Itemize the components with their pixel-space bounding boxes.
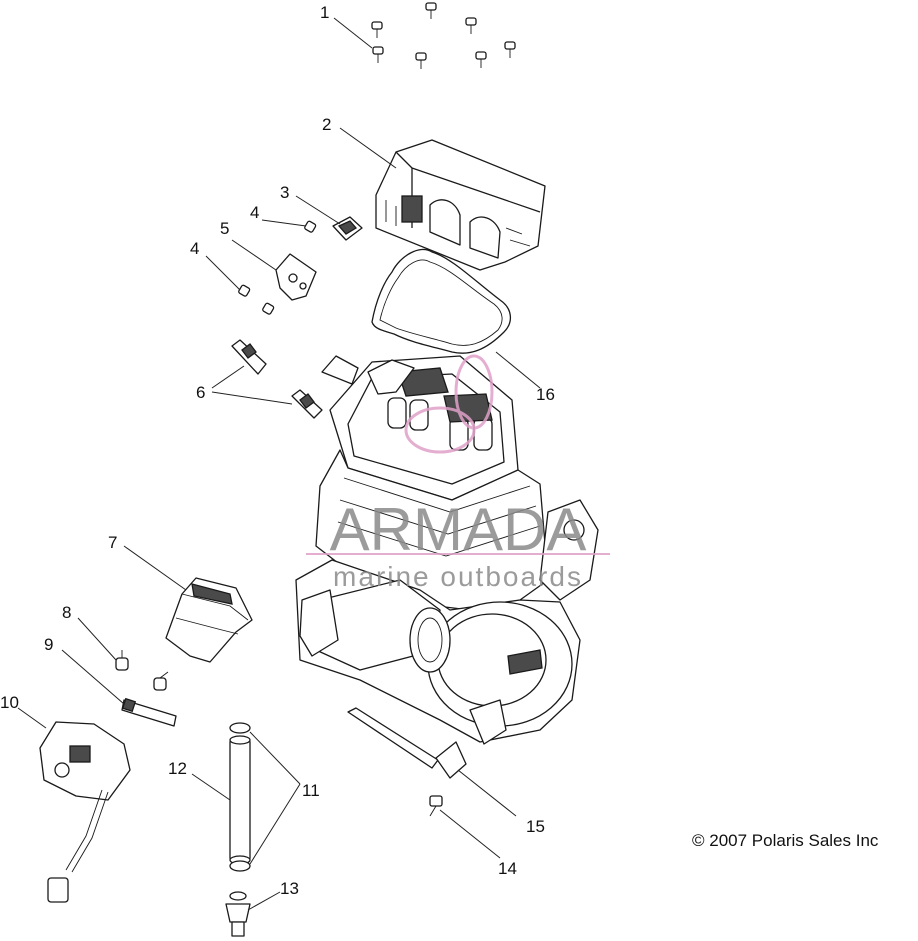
watermark-brand: ARMADA (330, 496, 587, 563)
screws-part-8 (115, 650, 169, 691)
watermark-tagline: marine outboards (333, 561, 583, 592)
clamps-part-11 (229, 722, 251, 872)
callout-16: 16 (536, 385, 555, 404)
sensor-part-15 (347, 707, 467, 779)
hose-part-12 (229, 735, 251, 865)
callout-3: 3 (280, 183, 289, 202)
callout-10: 10 (0, 693, 19, 712)
callout-12: 12 (168, 759, 187, 778)
callout-13: 13 (280, 879, 299, 898)
callout-2: 2 (322, 115, 331, 134)
bolt-part-14 (429, 795, 443, 817)
callout-8: 8 (62, 603, 71, 622)
watermark: ARMADA marine outboards (306, 354, 610, 592)
small-bolts-part-4 (238, 220, 317, 315)
callout-11: 11 (302, 781, 320, 800)
callout-5: 5 (220, 219, 229, 238)
bracket-part-5 (275, 253, 317, 301)
throttle-body-part-10 (39, 721, 131, 903)
engine-assembly (295, 355, 599, 745)
callout-1: 1 (320, 3, 329, 22)
leader-lines (17, 17, 541, 911)
callout-9: 9 (44, 635, 53, 654)
callout-6: 6 (196, 383, 205, 402)
spark-plugs-part-6 (231, 339, 323, 419)
callout-4-lower: 4 (190, 239, 199, 258)
callout-4-upper: 4 (250, 203, 259, 222)
copyright-notice: © 2007 Polaris Sales Inc (692, 831, 879, 850)
plate-part-3 (332, 216, 363, 241)
callout-14: 14 (498, 859, 517, 878)
intake-boot-part-7 (165, 577, 253, 663)
callout-labels: 1 2 3 4 4 5 6 7 8 9 10 11 12 13 14 15 16 (0, 3, 555, 898)
bolts-group (371, 2, 516, 69)
pin-part-9 (121, 697, 177, 727)
callout-15: 15 (526, 817, 545, 836)
fitting-part-13 (225, 891, 251, 937)
valve-cover (375, 139, 546, 271)
head-gasket-part-16 (371, 248, 511, 354)
callout-7: 7 (108, 533, 117, 552)
